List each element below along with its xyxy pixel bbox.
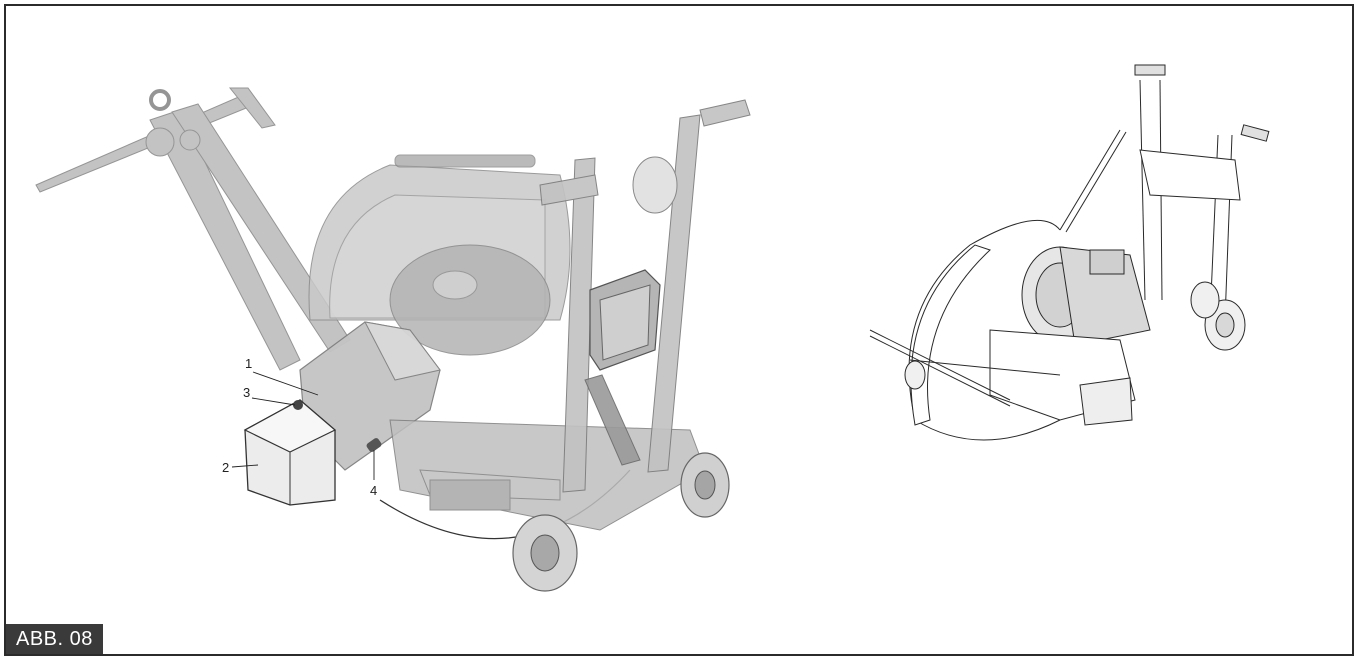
- figure-label: ABB. 08: [6, 624, 103, 654]
- callout-1: 1: [245, 356, 252, 371]
- control-box: [589, 269, 661, 371]
- front-wheel: [512, 514, 578, 592]
- cap-screw: [293, 400, 303, 410]
- callout-4: 4: [370, 483, 377, 498]
- callout-2: 2: [222, 460, 229, 475]
- front-cover-box: [243, 399, 337, 506]
- left-saw-drawing: 1 3 2 4: [35, 87, 751, 592]
- rear-wheel: [680, 452, 730, 518]
- callout-3: 3: [243, 385, 250, 400]
- right-saw-drawing: [869, 64, 1270, 441]
- clamp-lever: [366, 438, 382, 452]
